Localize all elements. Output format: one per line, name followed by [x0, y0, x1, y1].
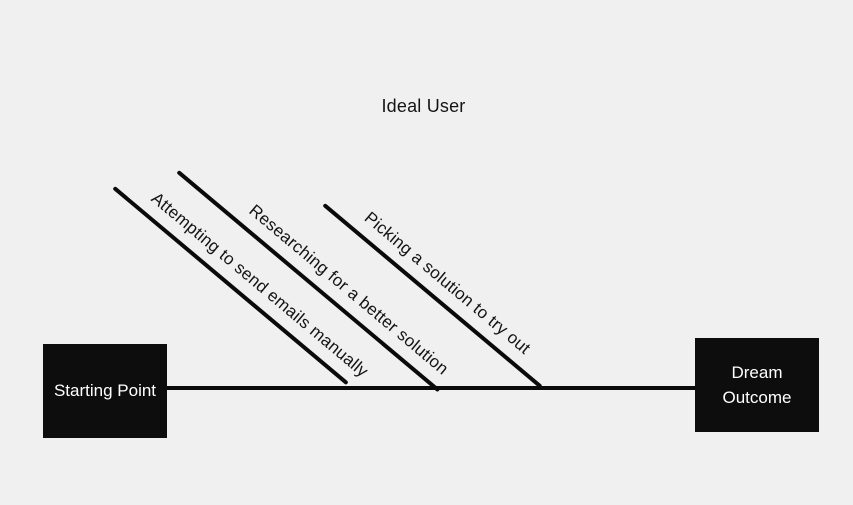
node-dream-outcome-label: Dream Outcome — [722, 362, 792, 408]
diagram-title: Ideal User — [381, 96, 466, 116]
branch-line — [176, 170, 441, 393]
branch-label-picking-solution: Picking a solution to try out — [360, 208, 535, 358]
node-dream-outcome[interactable]: Dream Outcome — [695, 338, 819, 432]
node-starting-point-label: Starting Point — [53, 381, 157, 401]
branch-researching-solution: Researching for a better solution — [176, 170, 452, 393]
spine-line — [163, 386, 698, 390]
node-starting-point[interactable]: Starting Point — [43, 344, 167, 438]
